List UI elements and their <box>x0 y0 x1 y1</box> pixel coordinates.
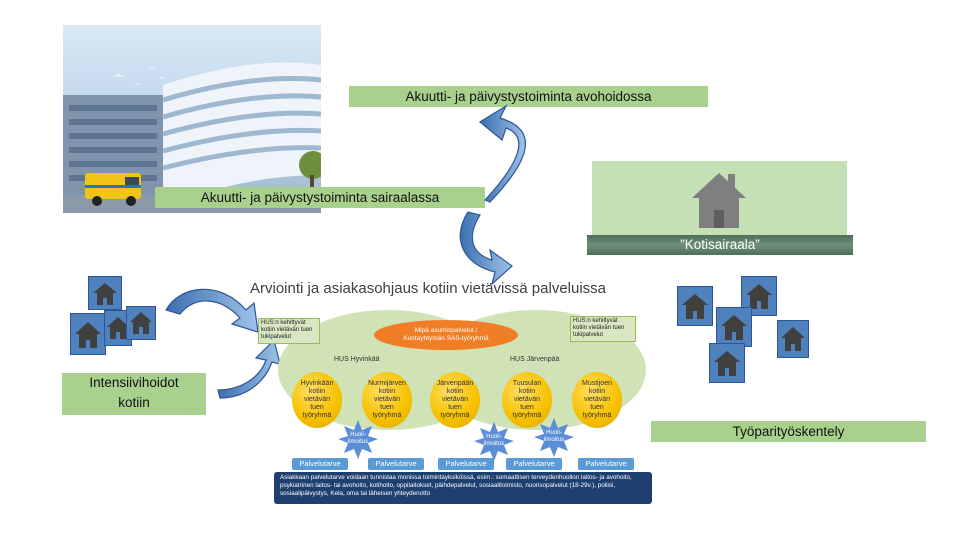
label-avohoito: Akuutti- ja päivystystoiminta avohoidoss… <box>349 86 708 107</box>
region-right-label: HUS Järvenpää <box>510 356 560 363</box>
palvelutarve-box: Palvelutarve <box>368 458 424 470</box>
label-intensiivihoidot-line2: kotiin <box>118 395 150 410</box>
house-icon <box>126 306 156 340</box>
bubble-text: kotiin vietävän tuen työryhmä <box>512 388 542 419</box>
house-icon <box>716 307 752 347</box>
label-intensiivihoidot: Intensiivihoidot kotiin <box>62 373 206 415</box>
bubble-name: Mustijoen <box>582 380 612 387</box>
inner-chart-title: Arviointi ja asiakasohjaus kotiin vietäv… <box>250 280 607 297</box>
palvelutarve-box: Palvelutarve <box>438 458 494 470</box>
center-oval: Mipä asumispalvelut / Kuntayhtymän SAS-t… <box>374 320 518 350</box>
bubble-name: Nurmijärven <box>368 380 406 387</box>
right-tag: HUS:n kehittyvät kotiin vietävän tuen tu… <box>570 316 636 342</box>
bubble-name: Hyvinkään <box>300 380 334 387</box>
label-intensiivihoidot-line1: Intensiivihoidot <box>89 375 179 390</box>
house-icon <box>709 343 745 383</box>
center-oval-line1: Mipä asumispalvelut / <box>414 327 478 334</box>
burst-shapes <box>338 418 574 461</box>
house-icon <box>70 313 106 355</box>
palvelutarve-box: Palvelutarve <box>578 458 634 470</box>
palvelutarve-box: Palvelutarve <box>292 458 348 470</box>
bubble-text: kotiin vietävän tuen työryhmä <box>372 388 402 419</box>
bottom-info-box: Asiakkaan palvelutarve voidaan tunnistaa… <box>274 472 652 504</box>
center-oval-line2: Kuntayhtymän SAS-työryhmä <box>403 335 489 342</box>
palvelutarve-box: Palvelutarve <box>506 458 562 470</box>
bubble-name: Tuusulan <box>512 380 542 387</box>
bubble-text: kotiin vietävän tuen työryhmä <box>440 388 470 419</box>
label-tyopari: Työparityöskentely <box>651 421 926 442</box>
burst-label: Huoli-ilmoitus <box>483 434 505 447</box>
label-kotisairaala: ”Kotisairaala” <box>587 235 853 255</box>
house-icon <box>88 276 122 310</box>
house-icon <box>777 320 809 358</box>
burst-label: Huoli-ilmoitus <box>347 432 369 445</box>
inner-chart: Arviointi ja asiakasohjaus kotiin vietäv… <box>248 276 654 506</box>
burst-label: Huoli-ilmoitus <box>543 430 565 443</box>
house-icon <box>677 286 713 326</box>
left-tag: HUS:n kehittyvät kotiin vietävän tuen tu… <box>258 318 320 344</box>
curved-arrows <box>165 104 527 399</box>
bubble-text: kotiin vietävän tuen työryhmä <box>302 388 332 419</box>
bubble-name: Järvenpään <box>436 380 474 387</box>
bubble-text: kotiin vietävän tuen työryhmä <box>582 388 612 419</box>
house-icon <box>690 170 748 228</box>
label-sairaala: Akuutti- ja päivystystoiminta sairaalass… <box>155 187 485 208</box>
region-left-label: HUS Hyvinkää <box>334 356 380 363</box>
